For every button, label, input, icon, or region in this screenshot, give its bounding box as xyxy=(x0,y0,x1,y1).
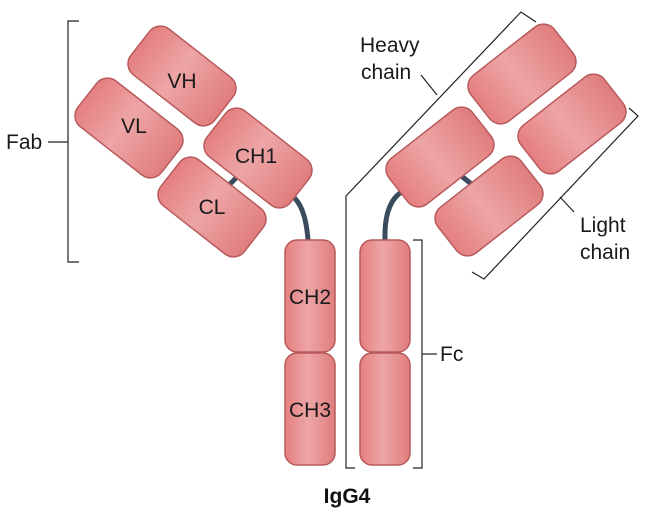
label-heavy-chain-line1: Heavy xyxy=(360,34,420,57)
heavy-chain-bracket xyxy=(345,11,537,469)
fab-bracket xyxy=(48,20,79,263)
diagram-title: IgG4 xyxy=(324,485,371,508)
label-vl: VL xyxy=(121,115,147,138)
domain-ch2 xyxy=(284,239,336,353)
label-light-chain-line1: Light xyxy=(580,214,626,237)
label-heavy-chain-line2: chain xyxy=(361,61,411,84)
label-vh: VH xyxy=(167,70,196,93)
label-fab: Fab xyxy=(6,131,42,154)
domain-vh xyxy=(127,25,237,127)
label-fc: Fc xyxy=(440,343,463,366)
light-chain-bracket xyxy=(471,107,639,280)
domain-right-cl xyxy=(434,155,544,257)
domain-right-ch2 xyxy=(359,239,411,353)
label-ch2: CH2 xyxy=(289,286,331,309)
domain-right-vh xyxy=(467,23,577,125)
label-ch1: CH1 xyxy=(235,145,277,168)
domain-ch3 xyxy=(284,352,336,466)
domain-right-ch1 xyxy=(385,106,495,208)
domain-vl xyxy=(74,77,184,179)
domain-right-vl xyxy=(517,73,627,175)
domain-right-ch3 xyxy=(359,352,411,466)
domain-ch1 xyxy=(203,107,313,209)
label-light-chain-line2: chain xyxy=(580,241,630,264)
label-ch3: CH3 xyxy=(289,399,331,422)
label-cl: CL xyxy=(199,196,226,219)
fc-bracket xyxy=(413,239,437,469)
domain-cl xyxy=(157,156,267,258)
hinge-right xyxy=(382,190,403,243)
